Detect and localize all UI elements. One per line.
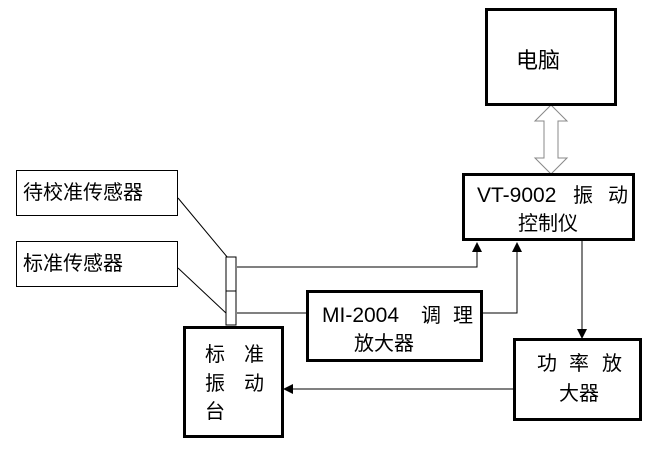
amp-to-controller-line bbox=[483, 242, 522, 314]
shaker-char-3: 振 bbox=[205, 371, 225, 395]
sensor-under-test-element bbox=[225, 256, 237, 292]
amp-model-label: MI-2004 bbox=[322, 304, 400, 327]
controller-name-char-2: 动 bbox=[608, 183, 628, 207]
shaker-char-5: 台 bbox=[205, 399, 225, 423]
controller-name-char-1: 振 bbox=[573, 183, 593, 207]
controller-model-label: VT-9002 bbox=[477, 184, 557, 207]
power-amp-char-1: 功 bbox=[537, 351, 557, 375]
standard-sensor-leader bbox=[177, 267, 228, 315]
controller-name-line-2: 控制仪 bbox=[518, 211, 578, 235]
power-amp-char-2: 率 bbox=[569, 351, 589, 375]
shaker-char-2: 准 bbox=[244, 342, 264, 366]
amp-name-line-2: 放大器 bbox=[354, 331, 414, 355]
sensor-under-test-label: 待校准传感器 bbox=[23, 180, 143, 204]
conditioning-amp-box: MI-2004 调 理 放大器 bbox=[306, 290, 483, 362]
shaker-char-1: 标 bbox=[205, 342, 225, 366]
power-amp-line-2: 大器 bbox=[559, 381, 599, 405]
standard-shaker-box: 标 准 振 动 台 bbox=[183, 326, 284, 438]
sensor-to-controller-line bbox=[237, 242, 482, 268]
controller-box: VT-9002 振 动 控制仪 bbox=[462, 173, 635, 241]
standard-sensor-box: 标准传感器 bbox=[16, 241, 178, 287]
computer-box: 电脑 bbox=[485, 8, 617, 106]
sensor-under-test-box: 待校准传感器 bbox=[16, 170, 178, 216]
power-amp-char-3: 放 bbox=[602, 351, 622, 375]
computer-controller-double-arrow bbox=[533, 104, 569, 175]
power-amp-box: 功 率 放 大器 bbox=[513, 338, 642, 421]
shaker-char-4: 动 bbox=[244, 371, 264, 395]
computer-label: 电脑 bbox=[516, 49, 561, 74]
standard-sensor-element bbox=[225, 290, 237, 326]
amp-name-char-2: 理 bbox=[453, 303, 473, 327]
amp-name-char-1: 调 bbox=[421, 303, 441, 327]
standard-sensor-label: 标准传感器 bbox=[23, 251, 123, 275]
sensor-under-test-leader bbox=[177, 197, 229, 259]
